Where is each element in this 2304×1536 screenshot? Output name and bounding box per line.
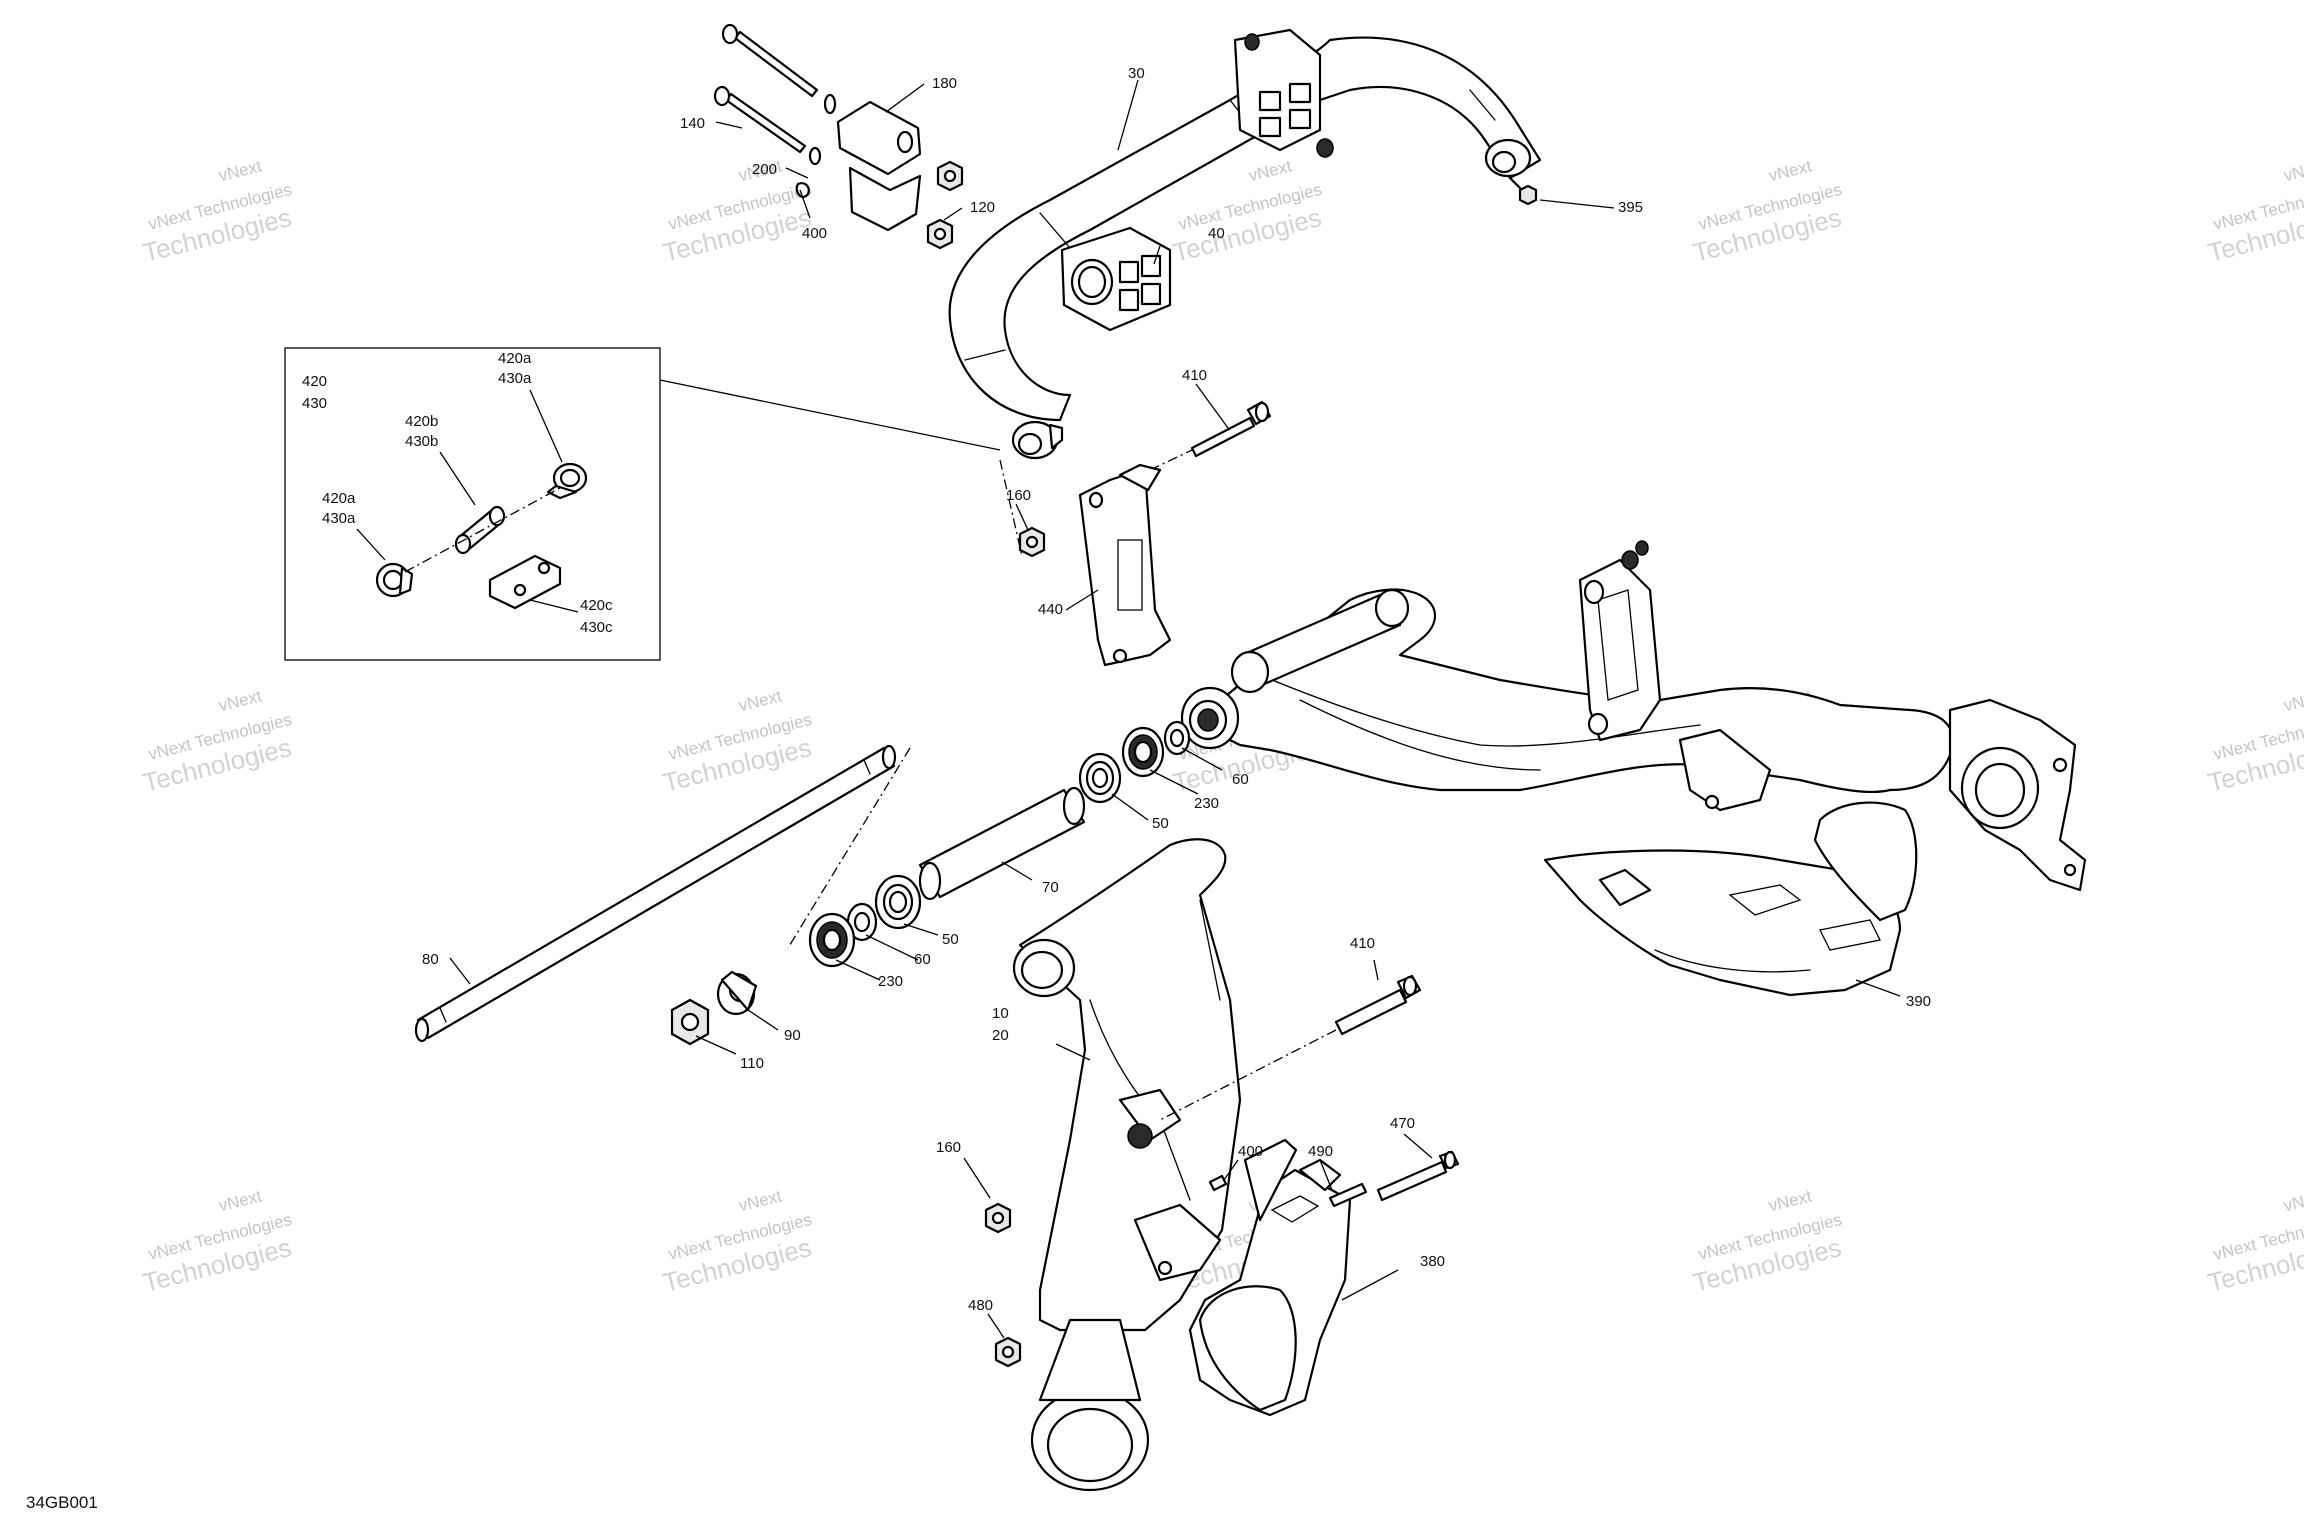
callout-395: 395 [1618,199,1643,216]
stabilizer-bar [948,28,1542,460]
callout-420a-left: 420a [322,490,356,507]
callout-110: 110 [740,1055,764,1072]
watermark-stamp: vNext [737,686,784,715]
callout-430b: 430b [405,433,438,450]
watermark-stamp: vNext [737,1186,784,1215]
leader-lines [449,79,1901,1339]
upper-bolts-group [713,23,964,250]
spacer-tube-70 [918,786,1086,901]
callout-50-upper: 50 [1152,815,1169,832]
callout-80: 80 [422,951,439,968]
callout-400-lower: 400 [1238,1143,1263,1160]
callout-20: 20 [992,1027,1009,1044]
bushing-flanged-left [375,562,414,598]
nut-480 [994,1336,1022,1368]
bolt-410-lower [1159,974,1422,1121]
seal-230-lower [808,912,856,968]
bearing-50-upper [1078,752,1122,804]
bearing-60-upper [1163,720,1191,756]
callout-420c: 420c [580,597,613,614]
callout-60-lower: 60 [914,951,931,968]
callout-30: 30 [1128,65,1145,82]
bearing-50-lower [874,874,922,930]
callout-labels: 180 140 200 400 120 30 395 40 410 160 44… [422,65,1931,1314]
link-assembly-440 [999,400,1272,667]
watermark-stamp: vNext [217,156,264,185]
callout-140: 140 [680,115,705,132]
bolt-470 [1376,1150,1460,1202]
callout-160-lower: 160 [936,1139,961,1156]
callout-430c: 430c [580,619,613,636]
nut-120-lower [926,218,954,250]
callout-470: 470 [1390,1115,1415,1132]
inset-title-420: 420 [302,373,327,390]
callout-10: 10 [992,1005,1009,1022]
inset-title-430: 430 [302,395,327,412]
inset-detail: 420 430 420a 430a 420b 430b 420a 430a [284,347,1001,661]
inset-frame [284,347,661,661]
washer-90 [716,970,758,1016]
watermark-stamp: vNext [2282,1186,2304,1215]
nut-110 [670,998,710,1046]
callout-480: 480 [968,1297,993,1314]
nut-120-upper [936,160,964,192]
watermark-stamp: vNext [1247,156,1294,185]
watermark-stamp: vNext [217,1186,264,1215]
bushing-sleeve [454,505,506,555]
watermark-stamp: vNext [2282,156,2304,185]
callout-120: 120 [970,199,995,216]
watermark-stamp: vNext [2282,686,2304,715]
callout-430a-left: 430a [322,510,356,527]
screw-400-lower [1208,1174,1228,1192]
callout-390: 390 [1906,993,1931,1010]
callout-430a-top: 430a [498,370,532,387]
washer-plate [488,554,562,610]
callout-160-upper: 160 [1006,487,1031,504]
callout-90: 90 [784,1027,801,1044]
upper-a-arm [1180,540,2087,892]
bushing-flanged-top [546,462,588,500]
callout-230-lower: 230 [878,973,903,990]
bolt-490 [1328,1182,1368,1208]
callout-420b: 420b [405,413,438,430]
watermark-stamp: vNext [1767,1186,1814,1215]
callout-200: 200 [752,161,777,178]
callout-400-upper: 400 [802,225,827,242]
callout-440: 440 [1038,601,1063,618]
callout-410-lower: 410 [1350,935,1375,952]
skid-guard-390 [1543,801,1918,997]
bushing-block-40 [1060,226,1172,332]
nut-160-lower [984,1202,1012,1234]
callout-230-upper: 230 [1194,795,1219,812]
callout-410-upper: 410 [1182,367,1207,384]
callout-60-upper: 60 [1232,771,1249,788]
callout-490: 490 [1308,1143,1333,1160]
watermark-stamp: vNext [217,686,264,715]
callout-420a-top: 420a [498,350,532,367]
callout-40: 40 [1208,225,1225,242]
callout-380: 380 [1420,1253,1445,1270]
callout-180: 180 [932,75,957,92]
pivot-shaft-80 [414,744,911,1043]
seal-230-upper [1121,726,1165,778]
callout-70: 70 [1042,879,1059,896]
callout-50-lower: 50 [942,931,959,948]
lower-a-arm [1012,838,1242,1492]
drawing-code: 34GB001 [26,1493,98,1512]
watermark-stamp: vNext [1767,156,1814,185]
